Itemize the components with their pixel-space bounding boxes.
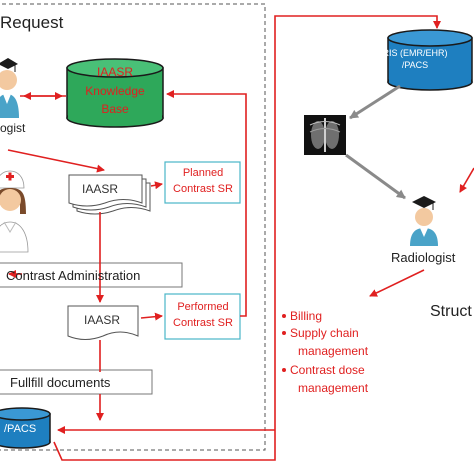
ris-label-line1: RIS (EMR/EHR) xyxy=(382,48,448,58)
xray-image xyxy=(304,115,346,155)
outcome-contrast-dose-mgmt: management xyxy=(298,381,369,395)
performed-document xyxy=(67,305,139,340)
workflow-panel xyxy=(0,3,266,451)
performed-doc-label: IAASR xyxy=(83,313,120,327)
performed-sr-line1: Performed xyxy=(177,301,229,313)
radiologist-left-label: ogist xyxy=(0,121,26,135)
radiologist-left-icon xyxy=(0,58,19,118)
outcome-supply-chain: Supply chain xyxy=(290,326,359,340)
kb-label-line3: Base xyxy=(101,102,129,116)
structured-label: Struct xyxy=(430,303,472,320)
red-arrows xyxy=(7,15,474,461)
kb-label-line2: Knowledge xyxy=(85,84,145,98)
fullfill-docs-box xyxy=(0,369,153,395)
contrast-admin-label: Contrast Administration xyxy=(6,268,141,283)
outcome-bullets xyxy=(282,314,286,372)
ris-label-line2: /PACS xyxy=(401,60,429,70)
pacs-label: /PACS xyxy=(4,423,37,435)
pacs-cylinder xyxy=(0,407,51,449)
planned-sr-line2: Contrast SR xyxy=(173,183,233,195)
radiologist-right-label: Radiologist xyxy=(391,250,456,265)
contrast-admin-box xyxy=(0,262,183,288)
page-title: Request xyxy=(0,13,64,32)
request-document xyxy=(68,174,151,215)
kb-label-line1: IAASR xyxy=(96,65,133,79)
request-doc-label: IAASR xyxy=(81,182,118,196)
ris-cylinder xyxy=(387,29,473,91)
outcome-supply-chain-mgmt: management xyxy=(298,344,369,358)
fullfill-docs-label: Fullfill documents xyxy=(10,375,111,390)
planned-sr-line1: Planned xyxy=(182,167,224,179)
performed-sr-line2: Contrast SR xyxy=(173,317,233,329)
knowledge-base-cylinder xyxy=(66,58,164,128)
gray-arrows xyxy=(345,84,406,200)
outcome-billing: Billing xyxy=(290,309,323,323)
outcome-contrast-dose: Contrast dose xyxy=(290,363,365,377)
radiologist-right-icon xyxy=(410,196,438,246)
performed-sr-box xyxy=(164,293,241,340)
nurse-icon xyxy=(0,170,29,253)
planned-sr-box xyxy=(164,161,241,204)
